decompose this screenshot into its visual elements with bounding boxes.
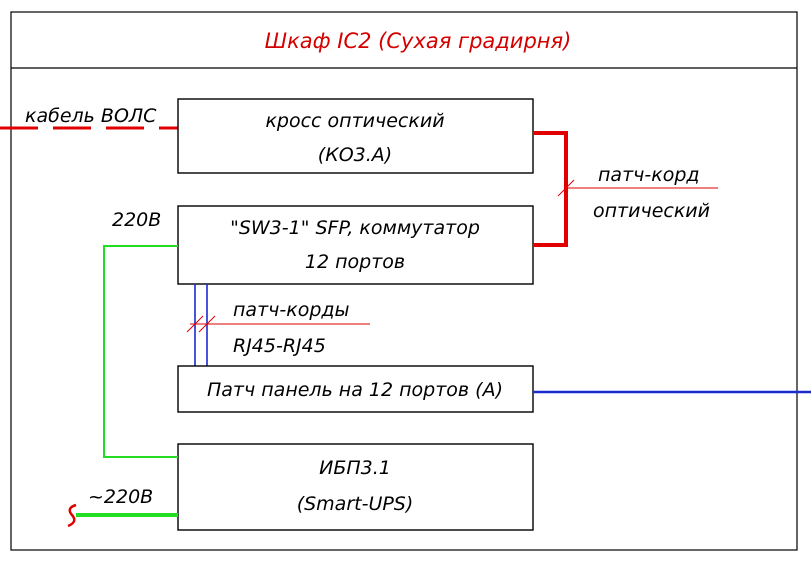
ups-block	[177, 443, 534, 531]
rj45-patch-tick-1	[186, 315, 204, 333]
ups-label-2: (Smart-UPS)	[297, 493, 414, 515]
patch-panel-label: Патч панель на 12 портов (А)	[207, 379, 503, 401]
optical-patch-label-1: патч-корд	[598, 164, 700, 186]
patch-panel-block	[177, 365, 534, 413]
switch-block	[177, 205, 534, 285]
optical-patch-label-2: оптический	[593, 200, 710, 222]
mains-220-label: ~220В	[88, 486, 153, 508]
optical-patch-cord	[533, 131, 568, 247]
ups-label-1: ИБП3.1	[319, 457, 391, 479]
rj45-patch-label-2: RJ45-RJ45	[233, 335, 326, 357]
switch-label-2: 12 портов	[305, 251, 405, 273]
cabinet-title: Шкаф IC2 (Сухая градирня)	[265, 29, 572, 53]
optical-cross-label-1: кросс оптический	[265, 110, 444, 132]
cabinet-frame	[10, 11, 798, 551]
power-feed-line	[103, 245, 178, 458]
fiber-cable-label: кабель ВОЛС	[25, 105, 157, 127]
rj45-patch-tick-2	[198, 315, 216, 333]
power-220-label: 220В	[112, 209, 161, 231]
mains-break-symbol	[67, 503, 77, 528]
optical-cross-block	[177, 98, 534, 174]
rj45-patch-label-1: патч-корды	[233, 299, 350, 321]
optical-cross-label-2: (КО3.А)	[318, 144, 392, 166]
optical-patch-tick	[557, 179, 575, 197]
switch-label-1: "SW3-1" SFP, коммутатор	[230, 217, 480, 239]
